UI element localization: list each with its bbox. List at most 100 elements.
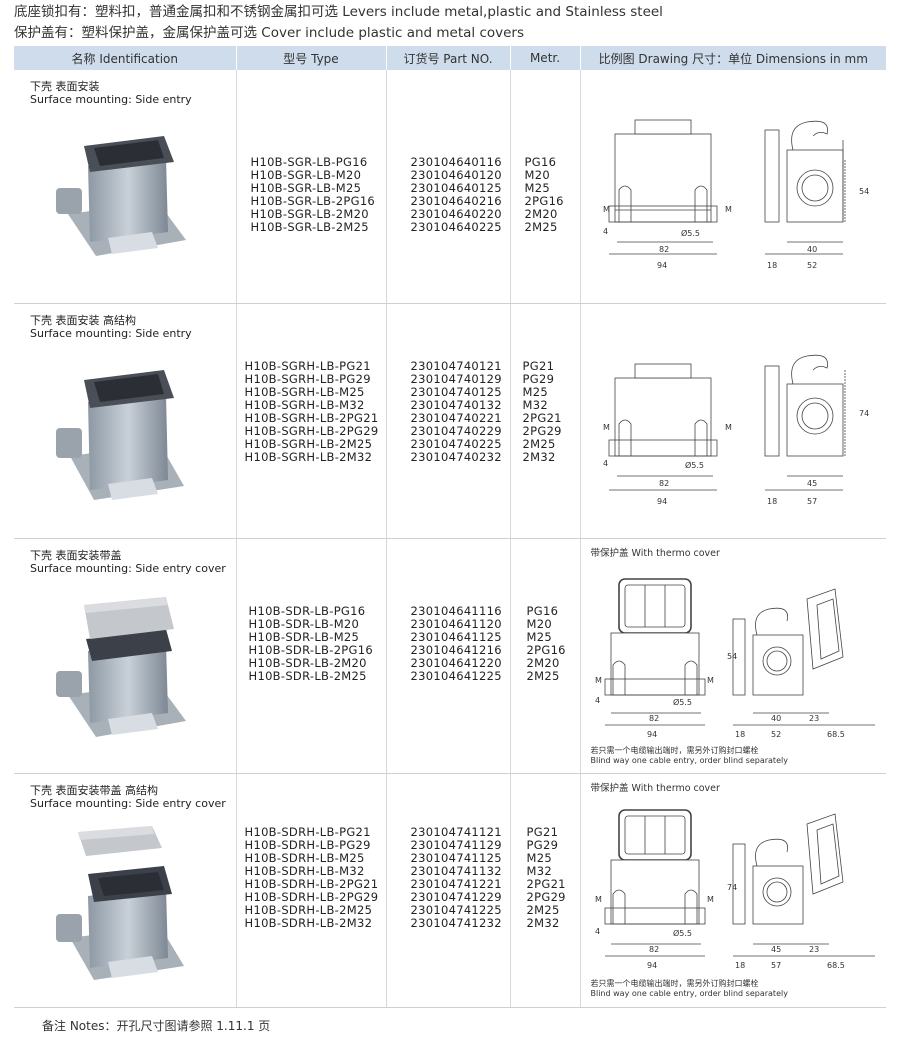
type-cell: H10B-SDR-LB-PG16 H10B-SDR-LB-M20 H10B-SD… <box>235 538 386 774</box>
part-item: 230104741125 <box>410 850 502 865</box>
metr-item: 2M25 <box>522 437 556 452</box>
metr-item: 2M32 <box>526 916 560 931</box>
metr-item: PG21 <box>526 824 559 839</box>
type-list: H10B-SGR-LB-PG16 H10B-SGR-LB-M20 H10B-SG… <box>237 155 386 235</box>
metr-item: 2M25 <box>526 668 560 683</box>
dim-m-right: M <box>725 205 732 214</box>
dim-height: 54 <box>859 187 869 196</box>
levers-note: 底座锁扣有：塑料扣，普通金属扣和不锈钢金属扣可选 Levers include … <box>14 4 663 20</box>
dim-18: 18 <box>767 261 777 270</box>
dimension-drawing: M M 4 74 Ø5.5 82 94 45 23 18 57 68.5 <box>595 808 875 970</box>
metr-item: 2PG16 <box>524 194 564 209</box>
part-item: 230104740225 <box>410 437 502 452</box>
name-cn: 下壳 表面安装带盖 高结构 <box>30 783 158 797</box>
part-item: 230104741221 <box>410 876 502 891</box>
type-item: H10B-SGRH-LB-PG29 <box>244 371 371 386</box>
name-cn: 下壳 表面安装 <box>30 80 100 93</box>
metr-item: 2PG29 <box>522 423 562 438</box>
cover-label: 带保护盖 With thermo cover <box>590 782 720 794</box>
dim-side-depth: 52 <box>771 730 781 739</box>
metr-list: PG21 PG29 M25 M32 2PG21 2PG29 2M25 2M32 <box>511 359 580 465</box>
dim-side-inner: 40 <box>771 714 781 723</box>
type-item: H10B-SDRH-LB-2M32 <box>244 916 373 931</box>
dim-4: 4 <box>595 927 600 936</box>
dim-4: 4 <box>595 696 600 705</box>
type-list: H10B-SGRH-LB-PG21 H10B-SGRH-LB-PG29 H10B… <box>237 358 386 465</box>
part-list: 230104741121 230104741129 230104741125 2… <box>387 825 510 931</box>
part-item: 230104740129 <box>410 371 502 386</box>
housing-photo <box>56 369 184 500</box>
cover-label: 带保护盖 With thermo cover <box>590 547 720 559</box>
metr-cell: PG16 M20 M25 2PG16 2M20 2M25 <box>509 538 580 774</box>
type-item: H10B-SGR-LB-2PG16 <box>250 194 376 209</box>
dim-m-left: M <box>595 895 602 904</box>
type-item: H10B-SDRH-LB-2PG29 <box>244 889 379 904</box>
metr-item: M25 <box>526 850 552 865</box>
part-item: 230104640116 <box>410 155 502 169</box>
dim-94: 94 <box>647 961 657 970</box>
type-item: H10B-SGRH-LB-PG21 <box>244 358 371 373</box>
dim-hole: Ø5.5 <box>681 228 700 238</box>
identification-cell: 下壳 表面安装带盖 Surface mounting: Side entry c… <box>14 538 236 774</box>
part-item: 230104640225 <box>410 220 502 235</box>
dim-side-depth: 57 <box>771 961 781 970</box>
table-row: 下壳 表面安装 高结构 Surface mounting: Side entry… <box>14 303 886 539</box>
dim-94: 94 <box>647 730 657 739</box>
blind-note-cn: 若只需一个电缆输出端时，需另外订购封口螺栓 <box>590 978 759 988</box>
part-list: 230104740121 230104740129 230104740125 2… <box>387 359 510 465</box>
blind-note-cn: 若只需一个电缆输出端时，需另外订购封口螺栓 <box>590 745 759 755</box>
type-item: H10B-SGR-LB-M20 <box>250 168 362 183</box>
name-cn: 下壳 表面安装 高结构 <box>30 313 136 327</box>
part-item: 230104641216 <box>410 642 502 657</box>
dim-hole: Ø5.5 <box>673 928 692 938</box>
part-item: 230104641125 <box>410 629 502 644</box>
metr-item: M20 <box>524 168 550 183</box>
covers-note: 保护盖有：塑料保护盖，金属保护盖可选 Cover include plastic… <box>14 25 525 41</box>
part-item: 230104740125 <box>410 384 502 399</box>
dim-m-right: M <box>725 423 732 432</box>
part-item: 230104740132 <box>410 397 502 412</box>
metr-item: PG29 <box>526 837 559 852</box>
metr-item: 2M25 <box>524 220 558 235</box>
dimension-drawing: M M 4 54 Ø5.5 82 94 40 18 52 <box>603 119 869 270</box>
type-item: H10B-SGRH-LB-2PG29 <box>244 423 379 438</box>
metr-item: 2M20 <box>526 655 560 670</box>
housing-photo <box>56 136 186 256</box>
dim-height: 74 <box>727 883 737 892</box>
metr-cell: PG21 PG29 M25 M32 2PG21 2PG29 2M25 2M32 <box>509 303 580 539</box>
type-item: H10B-SGR-LB-2M25 <box>250 220 369 235</box>
metr-cell: PG21 PG29 M25 M32 2PG21 2PG29 2M25 2M32 <box>509 773 580 1008</box>
dim-82: 82 <box>659 245 669 254</box>
type-item: H10B-SDR-LB-PG16 <box>248 603 366 618</box>
metr-list: PG21 PG29 M25 M32 2PG21 2PG29 2M25 2M32 <box>511 824 580 931</box>
type-item: H10B-SDR-LB-M20 <box>248 616 360 631</box>
dim-hole: Ø5.5 <box>673 697 692 707</box>
housing-photo <box>56 596 186 737</box>
part-item: 230104641116 <box>410 603 502 618</box>
metr-item: 2PG21 <box>526 876 566 891</box>
part-item: 230104640216 <box>410 194 502 209</box>
dim-23: 23 <box>809 945 819 954</box>
metr-item: 2PG29 <box>526 889 566 904</box>
dim-94: 94 <box>657 261 667 270</box>
type-list: H10B-SDRH-LB-PG21 H10B-SDRH-LB-PG29 H10B… <box>237 824 386 931</box>
type-item: H10B-SDRH-LB-PG21 <box>244 824 371 839</box>
part-item: 230104740229 <box>410 423 502 438</box>
dim-94: 94 <box>657 497 667 506</box>
part-item: 230104741129 <box>410 837 502 852</box>
metr-item: PG16 <box>524 155 557 169</box>
metr-item: M25 <box>524 181 550 196</box>
type-item: H10B-SGRH-LB-2M32 <box>244 450 373 465</box>
part-cell: 230104640116 230104640120 230104640125 2… <box>385 70 510 304</box>
type-item: H10B-SGR-LB-PG16 <box>250 155 368 169</box>
metr-item: M25 <box>526 629 552 644</box>
dimension-drawing: M M 4 74 Ø5.5 82 94 45 18 57 <box>603 354 869 506</box>
dim-m-right: M <box>707 676 714 685</box>
drawing-cell: 带保护盖 With thermo cover <box>579 773 886 1008</box>
table-row: 下壳 表面安装 Surface mounting: Side entry H10… <box>14 70 886 304</box>
dim-m-left: M <box>603 205 610 214</box>
name-en: Surface mounting: Side entry cover <box>30 561 226 575</box>
part-item: 230104641120 <box>410 616 502 631</box>
dim-18: 18 <box>735 730 745 739</box>
dim-68-5: 68.5 <box>827 961 845 970</box>
